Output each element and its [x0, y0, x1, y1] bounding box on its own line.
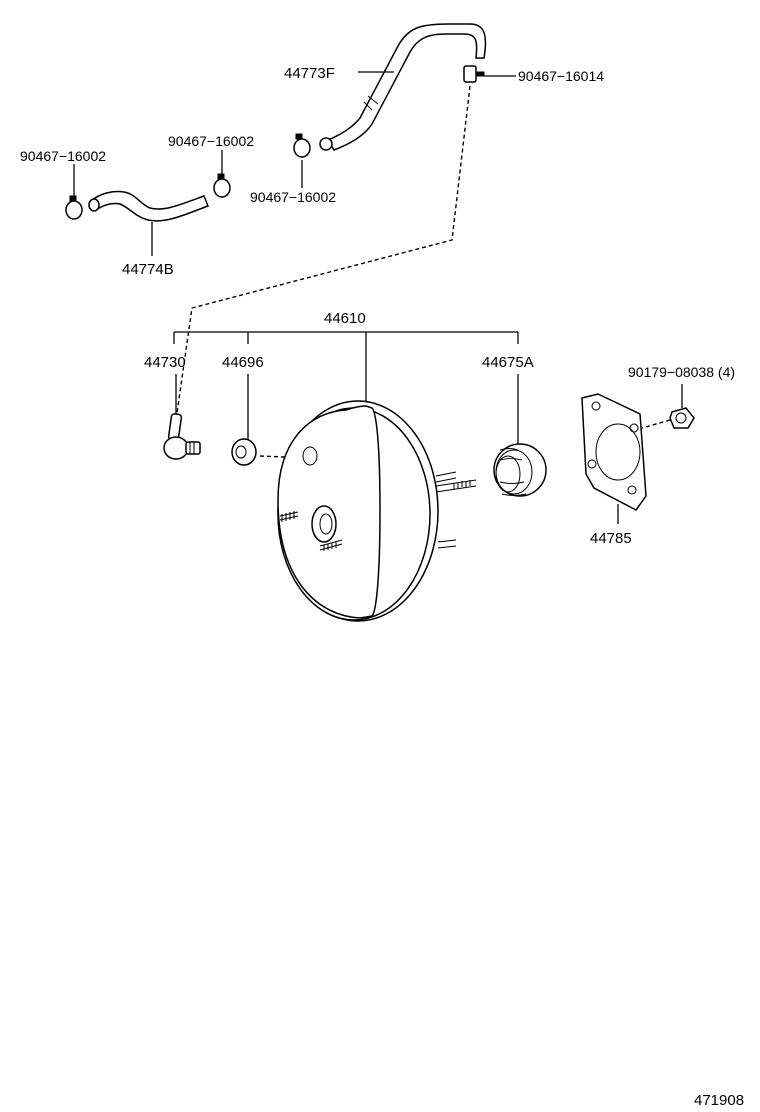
dashed-grommet-line	[259, 455, 309, 459]
check-valve-44730	[163, 413, 201, 460]
brake-booster-44610	[277, 400, 477, 622]
hose-clip-90467-16002-left	[65, 195, 83, 220]
label-90467-16002-mid: 90467−16002	[250, 189, 336, 205]
leader-group-44610	[173, 331, 519, 404]
label-44773f: 44773F	[284, 65, 335, 82]
vacuum-hose-44773f	[319, 23, 487, 151]
label-90467-16014: 90467−16014	[518, 68, 604, 84]
label-44785: 44785	[590, 530, 632, 547]
hose-clip-90467-16014	[463, 65, 485, 83]
label-44774b: 44774B	[122, 261, 174, 278]
label-44675a: 44675A	[482, 354, 534, 371]
hose-clip-90467-16002-upper	[213, 173, 231, 198]
label-44610: 44610	[324, 310, 366, 327]
gasket-44785	[581, 393, 647, 511]
label-90467-16002-left: 90467−16002	[20, 148, 106, 164]
push-rod-boot-44675a	[493, 443, 547, 497]
label-90467-16002-upper: 90467−16002	[168, 133, 254, 149]
hose-clip-90467-16002-mid	[293, 133, 311, 158]
grommet-44696	[231, 438, 257, 466]
label-44730: 44730	[144, 354, 186, 371]
vacuum-hose-44774b	[88, 190, 209, 222]
dashed-nut-line	[641, 419, 671, 429]
nut-90179-08038	[669, 407, 695, 429]
figure-number: 471908	[694, 1092, 744, 1109]
dashed-connection-line	[175, 85, 471, 421]
label-90179-08038: 90179−08038 (4)	[628, 364, 735, 380]
label-44696: 44696	[222, 354, 264, 371]
